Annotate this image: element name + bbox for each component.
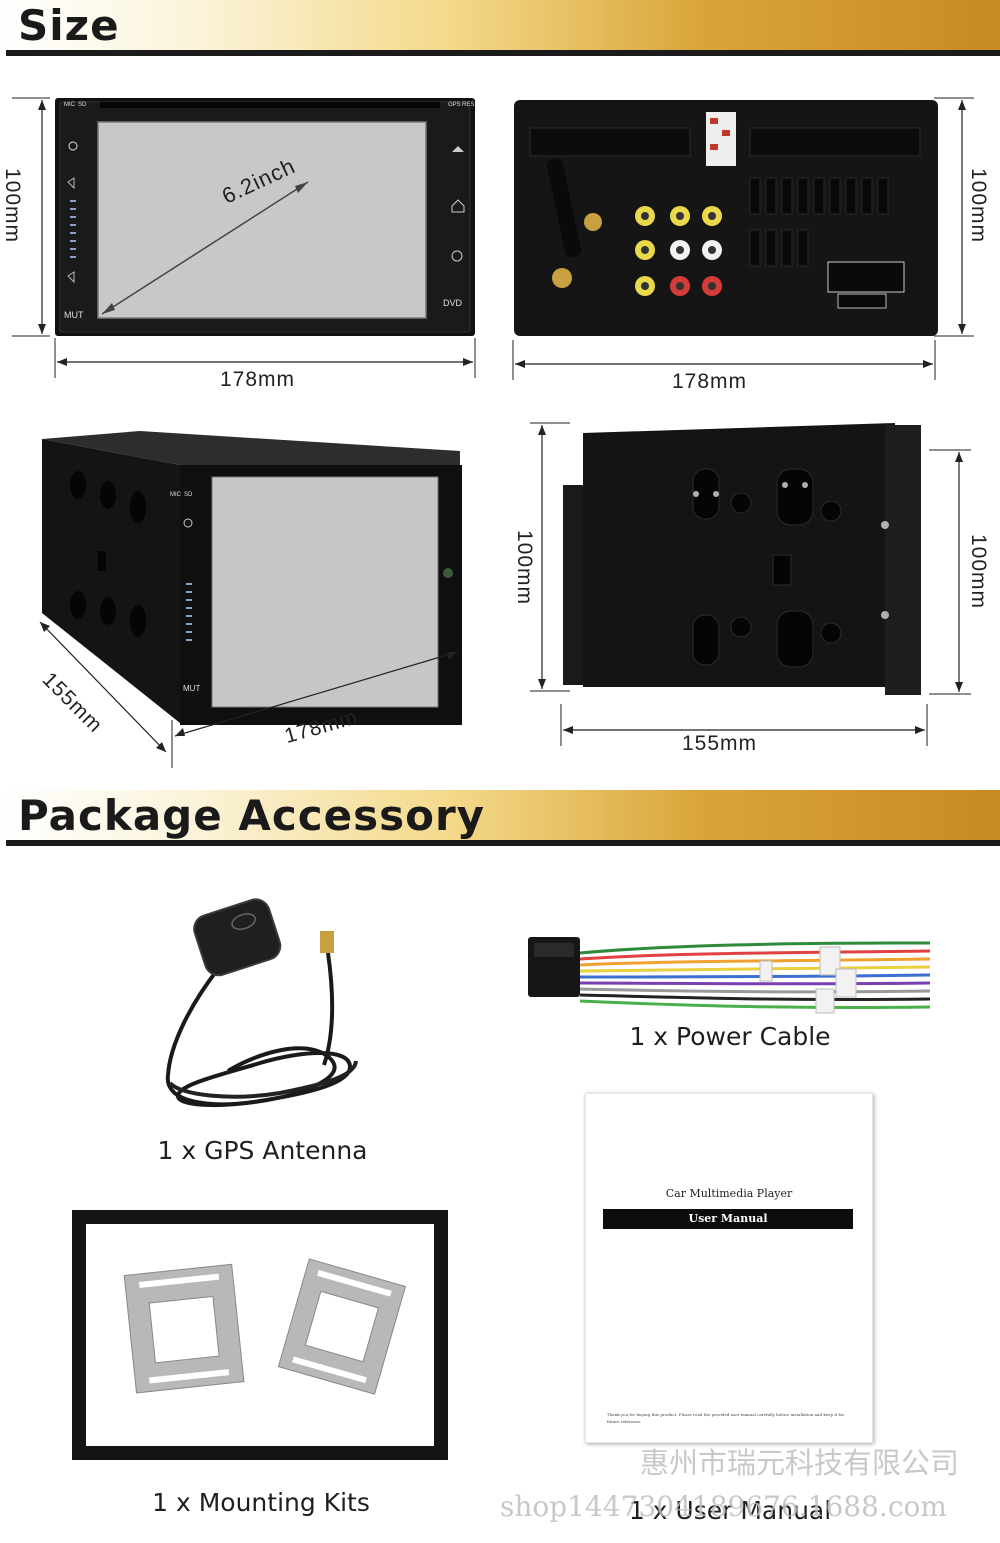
front-height-dimension-line <box>12 97 50 337</box>
side-left-height-dimension-line <box>530 422 570 692</box>
mounting-kits-caption: 1 x Mounting Kits <box>152 1488 370 1517</box>
back-width-label: 178mm <box>672 370 748 393</box>
side-left-height-label: 100mm <box>513 530 536 606</box>
iso-mic-label: MIC <box>170 492 181 498</box>
iso-width-dimension-line <box>174 651 458 737</box>
watermark-company: 惠州市瑞元科技有限公司 <box>640 1446 960 1480</box>
accessory-section-banner: Package Accessory <box>0 790 1000 848</box>
iso-mut-label: MUT <box>183 684 201 693</box>
user-manual-caption: 1 x User Manual <box>628 1496 832 1525</box>
side-right-height-dimension-line <box>929 449 971 695</box>
iso-sd-label: SD <box>184 492 193 498</box>
front-view-image <box>55 98 475 336</box>
side-view-image <box>563 423 921 695</box>
front-sd-label: SD <box>78 102 87 108</box>
front-res-label: RES <box>462 102 475 108</box>
back-width-dimension-line <box>512 340 936 380</box>
size-section-banner: Size <box>0 0 1000 58</box>
front-gps-label: GPS <box>448 102 461 108</box>
front-width-dimension-line <box>54 338 476 378</box>
mounting-kits-image <box>72 1210 448 1460</box>
front-height-label: 100mm <box>1 168 24 244</box>
size-section-title: Size <box>18 1 120 50</box>
gps-antenna-caption: 1 x GPS Antenna <box>157 1136 368 1165</box>
power-cable-caption: 1 x Power Cable <box>629 1022 831 1051</box>
accessory-section-title: Package Accessory <box>18 791 486 840</box>
back-height-dimension-line <box>934 97 974 337</box>
front-width-label: 178mm <box>220 368 296 391</box>
power-cable-image <box>528 937 931 1014</box>
manual-footnote: Thank you for buying this product. Pleas… <box>607 1412 845 1424</box>
back-height-label: 100mm <box>967 168 990 244</box>
front-dvd-label: DVD <box>443 298 463 308</box>
manual-title-bar: User Manual <box>603 1209 853 1229</box>
side-depth-dimension-line <box>560 704 928 746</box>
side-right-height-label: 100mm <box>967 534 990 610</box>
side-depth-label: 155mm <box>682 732 758 755</box>
gps-antenna-image <box>165 898 358 1107</box>
front-mic-label: MIC <box>64 102 75 108</box>
manual-title-text: User Manual <box>688 1212 768 1225</box>
watermark-shop: shop1447304189676.1688.com <box>500 1490 947 1523</box>
back-view-image <box>514 100 938 336</box>
manual-heading: Car Multimedia Player <box>665 1187 793 1200</box>
iso-depth-dimension-line <box>39 621 173 768</box>
front-mut-label: MUT <box>64 310 84 320</box>
user-manual-image: Car Multimedia Player User Manual Thank … <box>585 1093 873 1443</box>
